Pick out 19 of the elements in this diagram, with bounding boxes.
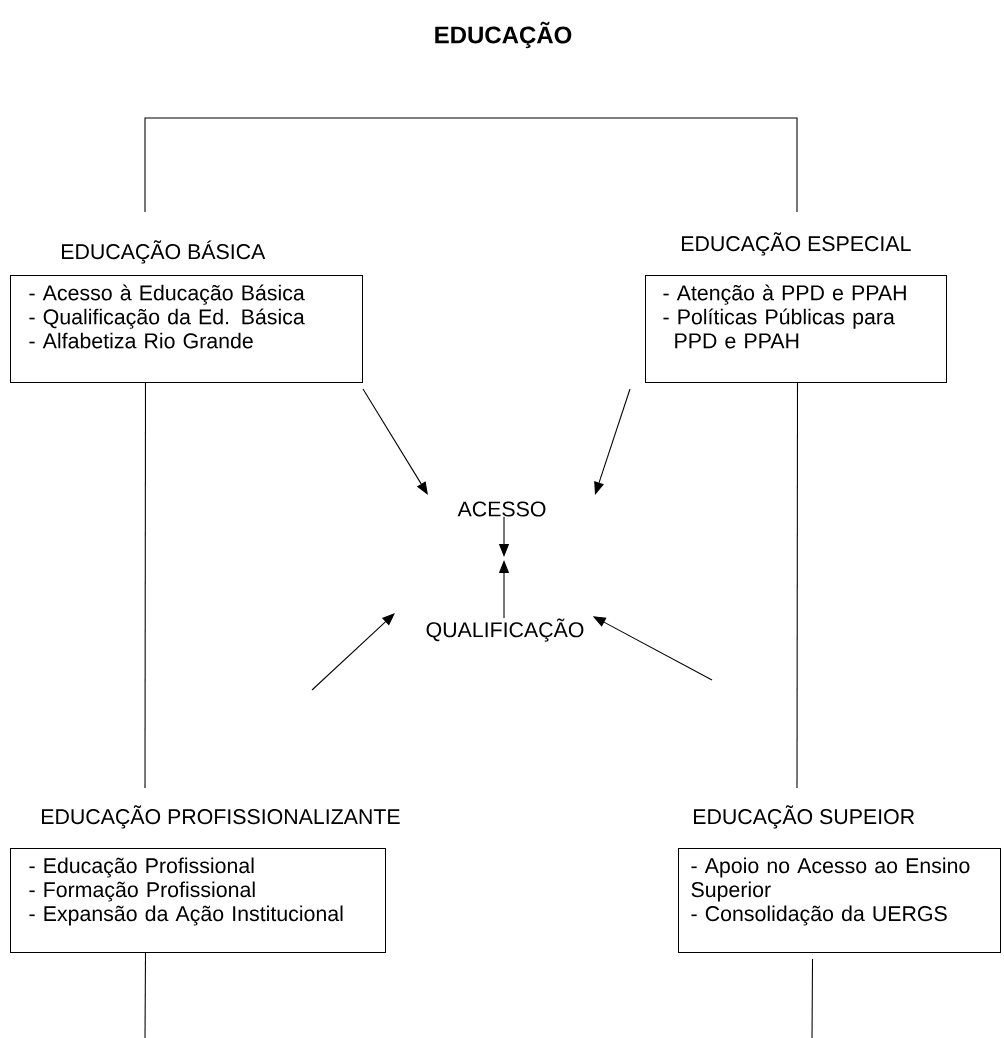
text-box: - Apoio no Acesso ao Ensino Superior - Consolidação da UERGS xyxy=(678,848,1001,953)
concept-label: ACESSO xyxy=(457,501,546,517)
concept-label: QUALIFICAÇÃO xyxy=(426,618,584,642)
text-box: - Atenção à PPD e PPAH - Políticas Públicas para PPD e PPAH xyxy=(645,275,947,383)
arrow xyxy=(594,388,631,495)
box-heading: EDUCAÇÃO SUPEIOR xyxy=(694,805,915,829)
arrow xyxy=(311,613,395,691)
box-heading: EDUCAÇÃO PROFISSIONALIZANTE xyxy=(42,805,400,829)
box-heading: EDUCAÇÃO ESPECIAL xyxy=(682,232,911,256)
connector-line xyxy=(144,952,147,1038)
text-box: - Acesso à Educação Básica - Qualificação da Ed. Básica - Alfabetiza Rio Grande xyxy=(10,275,363,383)
box-heading: EDUCAÇÃO BÁSICA xyxy=(62,240,266,264)
text-box: - Educação Profissional - Formação Profissional - Expansão da Ação Institucional xyxy=(10,848,386,953)
connector-line xyxy=(144,117,798,213)
connector-line xyxy=(811,958,814,1038)
arrow xyxy=(362,388,428,495)
connector-line xyxy=(144,382,147,789)
connector-line xyxy=(796,382,799,789)
title: EDUCAÇÃO xyxy=(435,21,572,49)
